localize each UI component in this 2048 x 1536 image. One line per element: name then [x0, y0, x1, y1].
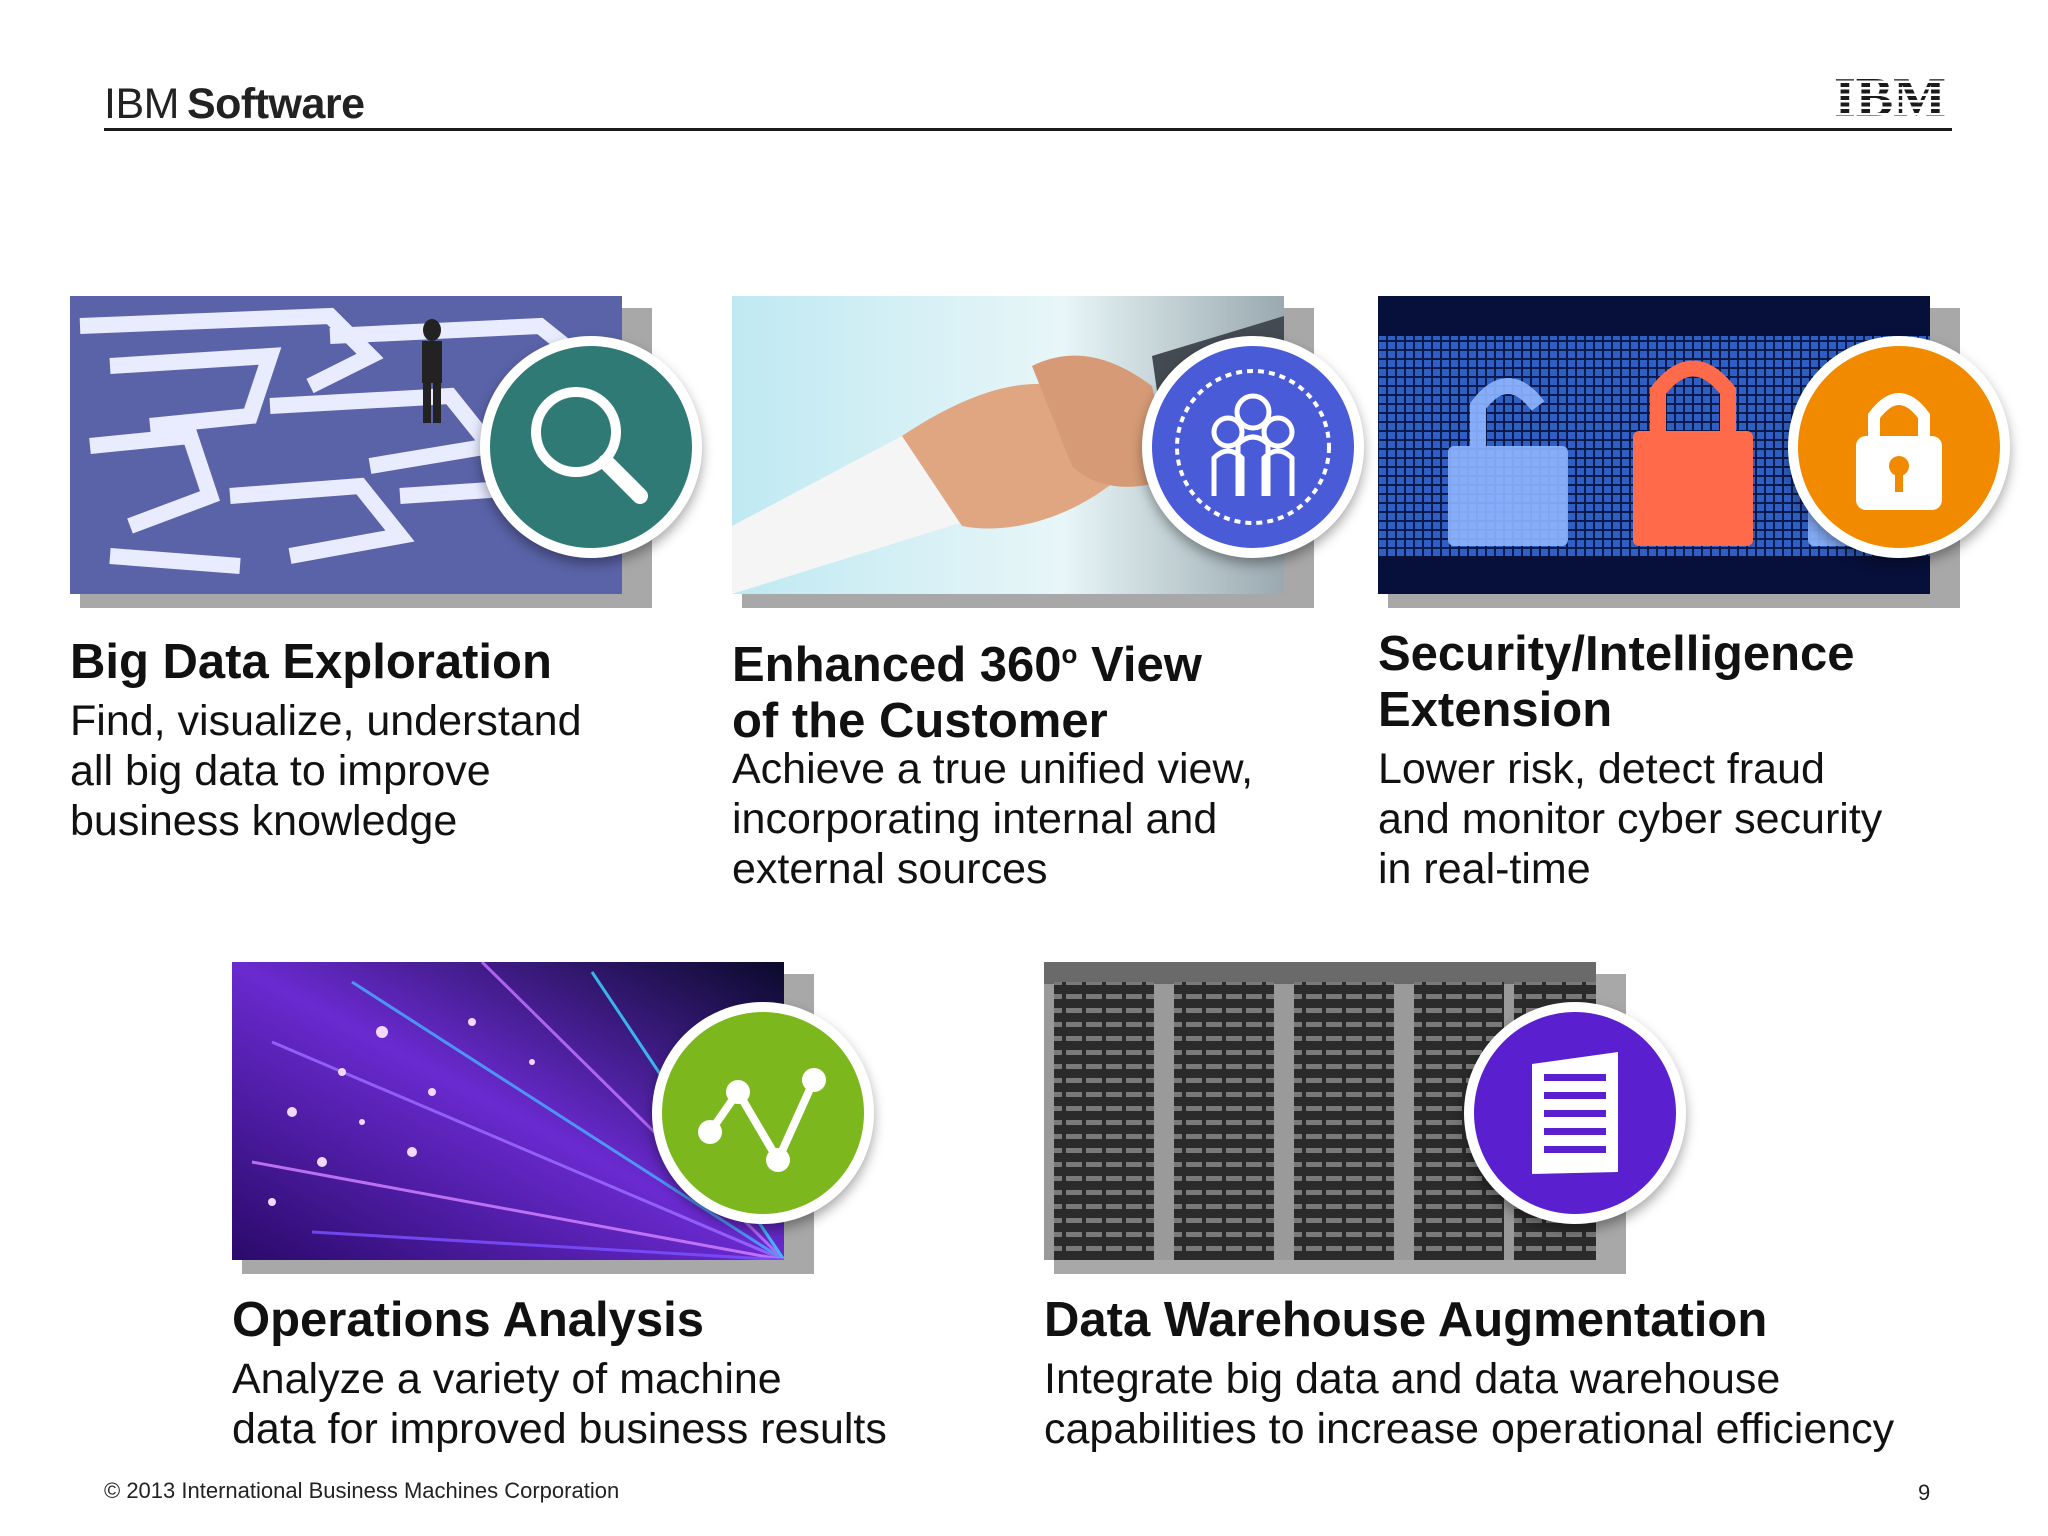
card-title: Operations Analysis — [232, 1293, 705, 1347]
desc-line: Lower risk, detect fraud — [1378, 745, 1825, 793]
people-cycle-icon — [1152, 346, 1354, 548]
server-rack-photo — [1044, 962, 1596, 1260]
card-title: Big Data Exploration — [70, 635, 552, 689]
badge-graph — [652, 1002, 874, 1224]
card-title: Security/Intelligence Extension — [1378, 626, 1855, 738]
copyright: © 2013 International Business Machines C… — [104, 1478, 620, 1503]
card-description: Lower risk, detect fraud and monitor cyb… — [1378, 744, 1882, 894]
desc-line: incorporating internal and — [732, 795, 1218, 843]
desc-line: data for improved business results — [232, 1405, 887, 1453]
card-title: Enhanced 360o View of the Customer — [732, 626, 1202, 749]
degree-sup: o — [1061, 639, 1078, 669]
card-title-line1: Security/Intelligence — [1378, 627, 1855, 681]
badge-search — [480, 336, 702, 558]
ibm-logo-text: IBM — [1834, 70, 1946, 122]
card-title-line2: Extension — [1378, 683, 1613, 737]
card-description: Integrate big data and data warehouse ca… — [1044, 1354, 1894, 1454]
desc-line: capabilities to increase operational eff… — [1044, 1405, 1895, 1453]
brand-light: IBM — [104, 80, 179, 128]
desc-line: Achieve a true unified view, — [732, 745, 1254, 793]
brand-bold: Software — [186, 80, 365, 128]
ibm-logo: IBM — [1830, 70, 1950, 122]
desc-line: all big data to improve — [70, 747, 491, 795]
title-post: View — [1077, 638, 1202, 692]
card-description: Find, visualize, understand all big data… — [70, 696, 582, 846]
line-graph-icon — [662, 1012, 864, 1214]
building-icon — [1474, 1012, 1676, 1214]
badge-padlock — [1788, 336, 2010, 558]
card-title-line1: Enhanced 360o View — [732, 626, 1202, 693]
desc-line: and monitor cyber security — [1378, 795, 1883, 843]
desc-line: business knowledge — [70, 797, 458, 845]
card-title-line2: of the Customer — [732, 694, 1108, 748]
desc-line: external sources — [732, 845, 1048, 893]
card-title: Data Warehouse Augmentation — [1044, 1293, 1768, 1347]
badge-building — [1464, 1002, 1686, 1224]
desc-line: Integrate big data and data warehouse — [1044, 1355, 1781, 1403]
fiber-optic-photo — [232, 962, 784, 1260]
page-number: 9 — [1918, 1480, 1931, 1505]
card-description: Analyze a variety of machine data for im… — [232, 1354, 887, 1454]
padlock-icon — [1798, 346, 2000, 548]
card-description: Achieve a true unified view, incorporati… — [732, 744, 1253, 894]
title-pre: Enhanced 360 — [732, 638, 1062, 692]
header-rule — [104, 128, 1952, 131]
desc-line: in real-time — [1378, 845, 1591, 893]
magnifier-icon — [490, 346, 692, 548]
desc-line: Find, visualize, understand — [70, 697, 582, 745]
badge-customer — [1142, 336, 1364, 558]
desc-line: Analyze a variety of machine — [232, 1355, 782, 1403]
